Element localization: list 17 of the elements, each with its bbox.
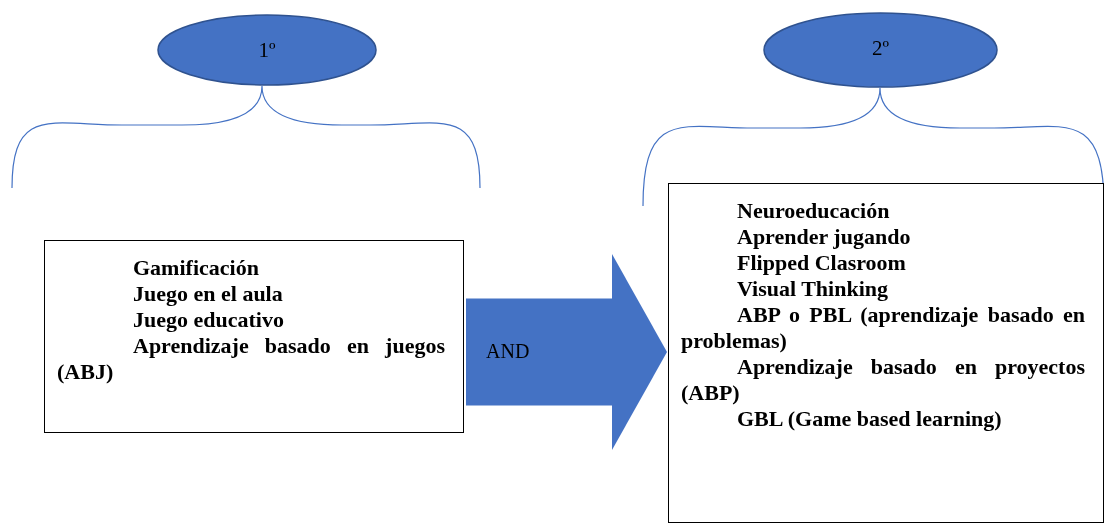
list-item: ABP o PBL (aprendizaje basado en problemas) bbox=[681, 302, 1085, 354]
block-arrow bbox=[466, 254, 667, 450]
list-item: GBL (Game based learning) bbox=[736, 406, 1003, 432]
list-item: Juego en el aula bbox=[132, 281, 284, 307]
list-item: Juego educativo bbox=[132, 307, 285, 333]
list-item: Neuroeducación bbox=[736, 198, 891, 224]
list-item: Visual Thinking bbox=[736, 276, 890, 302]
text-box bbox=[668, 183, 1104, 523]
text-box bbox=[44, 240, 464, 433]
shape-label: 2º bbox=[871, 36, 890, 61]
list-item: Aprendizaje basado en proyectos (ABP) bbox=[681, 354, 1085, 406]
list-item: Gamificación bbox=[132, 255, 260, 281]
list-item: Flipped Clasroom bbox=[736, 250, 907, 276]
shape-label: 1º bbox=[257, 38, 277, 63]
list-item: Aprendizaje basado en juegos (ABJ) bbox=[57, 333, 445, 385]
edge-label: AND bbox=[486, 340, 530, 363]
list-item: Aprender jugando bbox=[736, 224, 912, 250]
